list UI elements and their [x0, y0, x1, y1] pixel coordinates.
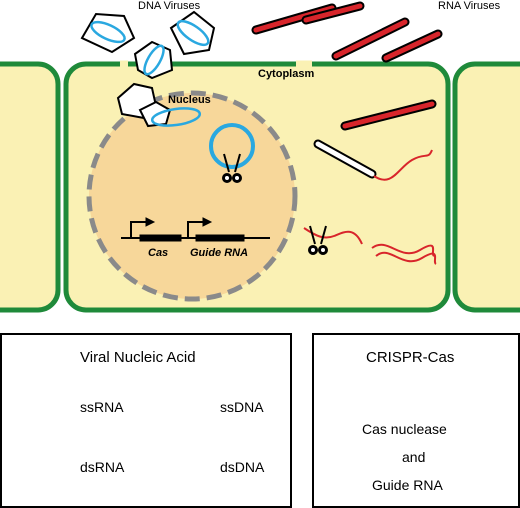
legend-dsrna-label: dsRNA: [80, 459, 125, 475]
cas-promoter-arrow: [130, 221, 148, 238]
legend-ssdna-label: ssDNA: [220, 399, 264, 415]
guide-rna-gene-label: Guide RNA: [190, 247, 249, 259]
rna-viruses-label: RNA Viruses: [438, 0, 501, 12]
nucleus: [86, 90, 298, 302]
legend-right-title: CRISPR-Cas: [366, 349, 455, 366]
cas-gene-box: [139, 234, 182, 242]
legend-ssrna-label: ssRNA: [80, 399, 124, 415]
dna-virus-entering: [116, 82, 202, 128]
guide-promoter-arrowhead: [202, 217, 213, 227]
rna-virus-3: [331, 17, 410, 61]
legend-left-title: Viral Nucleic Acid: [80, 349, 196, 366]
rna-viruses: [251, 1, 443, 181]
cas-promoter-arrowhead: [145, 217, 156, 227]
legend-dsdna-label: dsDNA: [220, 459, 265, 475]
cas-gene-label: Cas: [148, 247, 169, 259]
dna-viruses-label: DNA Viruses: [138, 0, 201, 12]
cytoplasm-dsrna: [371, 243, 437, 265]
legend-cas-nuclease: Cas nuclease: [362, 421, 447, 437]
legend-viral-nucleic-acid: Viral Nucleic Acid ssRNA dsRNA ssDNA dsD…: [0, 333, 292, 508]
guide-promoter-arrow: [187, 221, 205, 238]
rna-virus-1: [251, 3, 337, 35]
right-neighbor-cell: [452, 61, 520, 313]
legend-guide-rna: Guide RNA: [372, 477, 443, 493]
dna-virus-1: [80, 12, 136, 54]
cas-scissors-nucleus: [222, 153, 242, 183]
cas-scissors-cytoplasm: [308, 225, 328, 255]
left-neighbor-cell: [0, 61, 61, 313]
dna-virus-2: [169, 10, 216, 56]
nuclear-dsdna-circle: [209, 123, 255, 169]
rna-virus-in-cytoplasm: [340, 99, 437, 131]
nucleus-label: Nucleus: [168, 94, 211, 106]
cytoplasm-ssrna-cut: [303, 227, 363, 245]
dna-virus-3: [133, 40, 174, 80]
rna-virus-uncoating: [313, 139, 433, 181]
legend-crispr-cas: CRISPR-Cas Cas nuclease and Guide RNA: [312, 333, 520, 508]
rna-virus-2: [301, 1, 365, 25]
crispr-locus: [121, 217, 270, 242]
rna-virus-4: [381, 29, 443, 63]
cytoplasm-label: Cytoplasm: [258, 68, 315, 80]
legend-and: and: [402, 449, 426, 465]
guide-rna-gene-box: [195, 234, 245, 242]
